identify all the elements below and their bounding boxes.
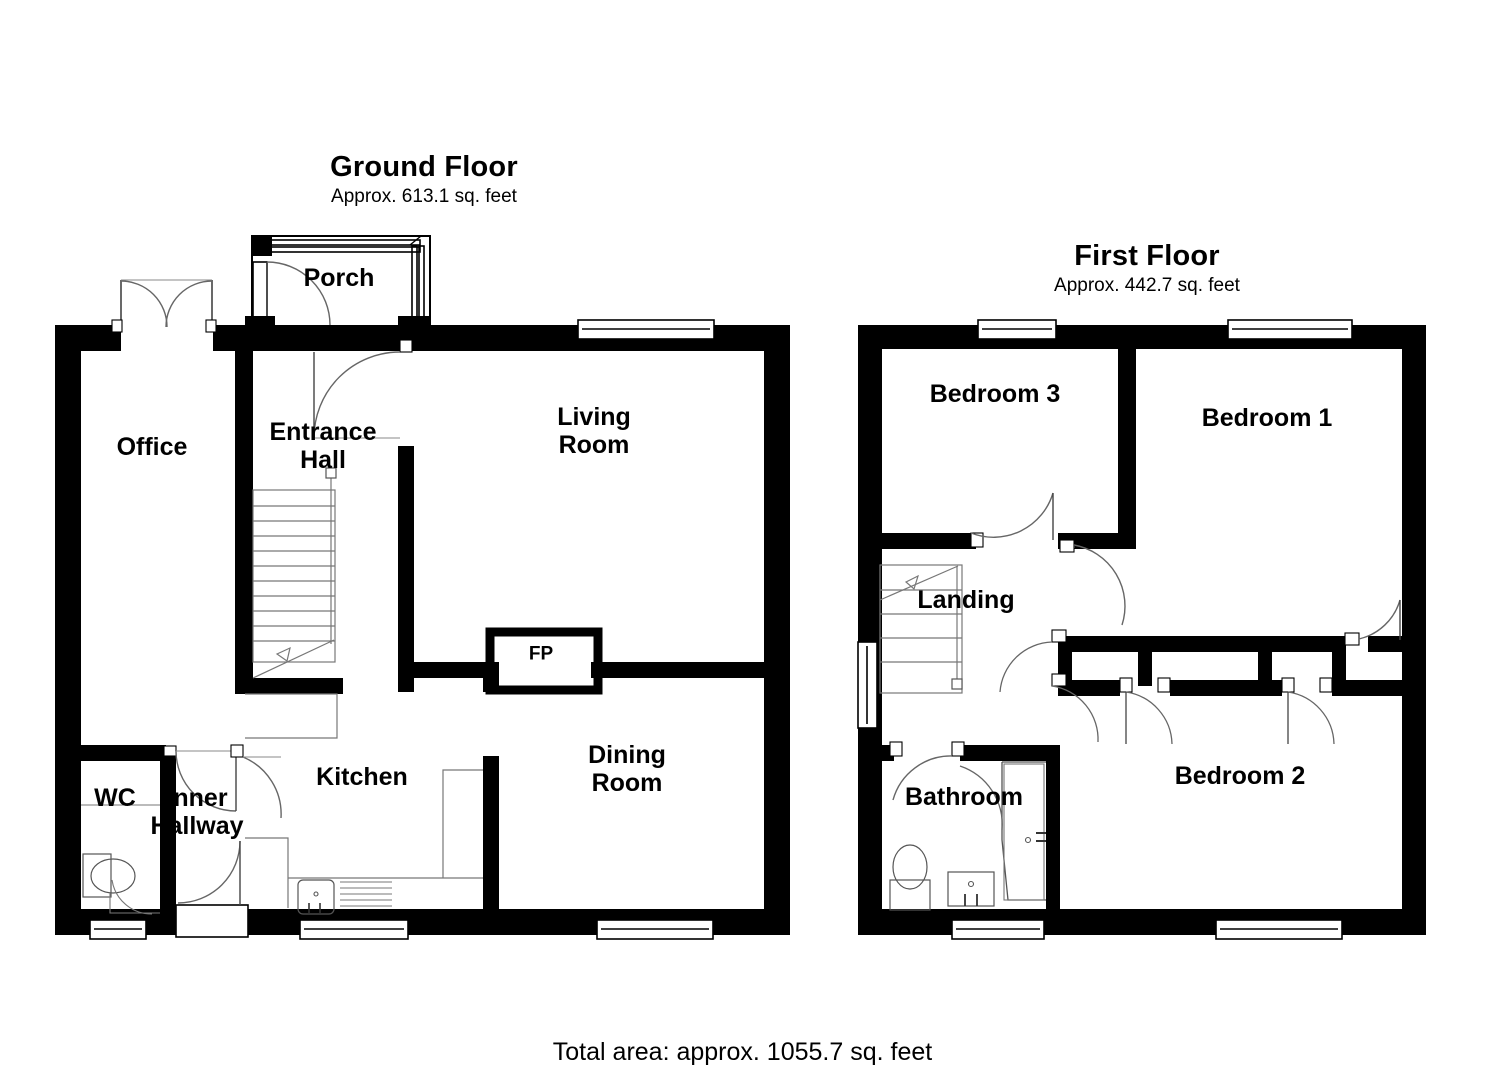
total-area-text: Total area: approx. 1055.7 sq. feet — [552, 1038, 933, 1066]
first-floor-area: Approx. 442.7 sq. feet — [1054, 275, 1240, 296]
ground-floor-title: Ground Floor — [330, 151, 518, 183]
ground-floor-area: Approx. 613.1 sq. feet — [331, 186, 517, 207]
first-floor-title: First Floor — [1074, 240, 1220, 272]
first-floor-geometry — [857, 319, 1426, 940]
ground-floor-geometry — [55, 235, 790, 940]
